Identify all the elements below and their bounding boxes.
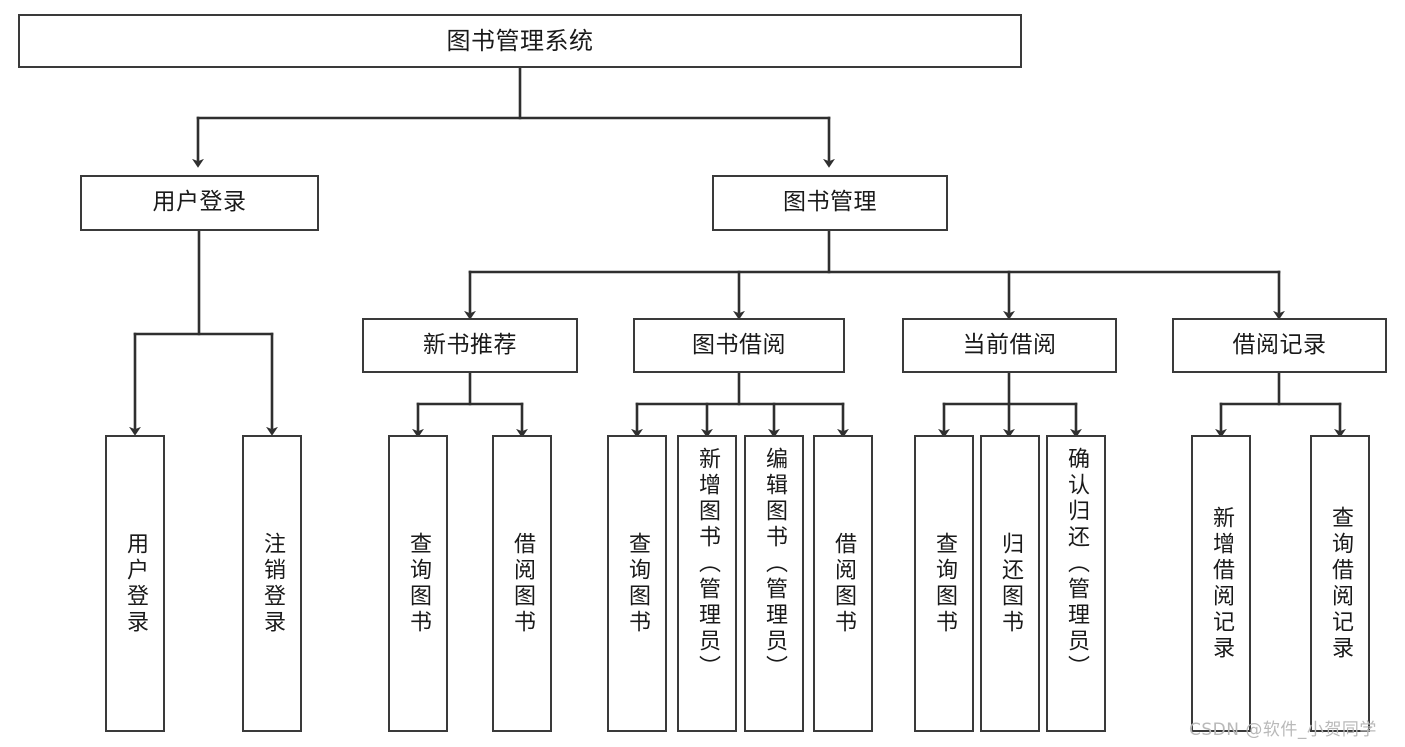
node-current-borrow[interactable]: 当前借阅 [902,318,1117,373]
node-leaf-borrow-book-borrow[interactable]: 借阅图书 [813,435,873,732]
watermark-text: CSDN @软件_小贺同学 [1189,720,1377,740]
node-leaf-edit-book-admin[interactable]: 编辑图书（管理员） [744,435,804,732]
node-label: 用户登录 [123,531,148,636]
node-label: 查询图书 [932,531,957,636]
node-borrow-record[interactable]: 借阅记录 [1172,318,1387,373]
node-leaf-user-login[interactable]: 用户登录 [105,435,165,732]
node-label: 借阅记录 [1232,331,1327,358]
node-leaf-confirm-return-admin[interactable]: 确认归还（管理员） [1046,435,1106,732]
node-user-login[interactable]: 用户登录 [80,175,319,231]
node-book-management[interactable]: 图书管理 [712,175,948,231]
node-leaf-query-borrow-record[interactable]: 查询借阅记录 [1310,435,1370,732]
node-new-book-recommend[interactable]: 新书推荐 [362,318,578,373]
node-leaf-query-book-borrow[interactable]: 查询图书 [607,435,667,732]
node-label: 当前借阅 [962,331,1057,358]
node-leaf-return-book[interactable]: 归还图书 [980,435,1040,732]
node-label: 确认归还（管理员） [1064,447,1089,681]
node-leaf-logout-login[interactable]: 注销登录 [242,435,302,732]
node-label: 查询图书 [406,531,431,636]
node-label: 图书管理系统 [446,26,594,55]
node-label: 归还图书 [998,531,1023,636]
node-label: 注销登录 [260,531,285,636]
node-book-borrow[interactable]: 图书借阅 [633,318,845,373]
node-label: 新书推荐 [423,331,517,358]
node-leaf-query-book-recommend[interactable]: 查询图书 [388,435,448,732]
node-label: 图书借阅 [692,331,786,358]
node-root-book-management-system[interactable]: 图书管理系统 [18,14,1022,68]
node-leaf-query-book-current[interactable]: 查询图书 [914,435,974,732]
node-leaf-add-book-admin[interactable]: 新增图书（管理员） [677,435,737,732]
node-leaf-borrow-book-recommend[interactable]: 借阅图书 [492,435,552,732]
node-label: 查询借阅记录 [1328,505,1353,662]
node-label: 新增借阅记录 [1209,505,1234,662]
node-label: 编辑图书（管理员） [762,447,787,681]
node-label: 查询图书 [625,531,650,636]
node-label: 借阅图书 [831,531,856,636]
node-leaf-add-borrow-record[interactable]: 新增借阅记录 [1191,435,1251,732]
node-label: 新增图书（管理员） [695,447,720,681]
node-label: 用户登录 [152,189,247,216]
node-label: 借阅图书 [510,531,535,636]
node-label: 图书管理 [783,189,877,216]
